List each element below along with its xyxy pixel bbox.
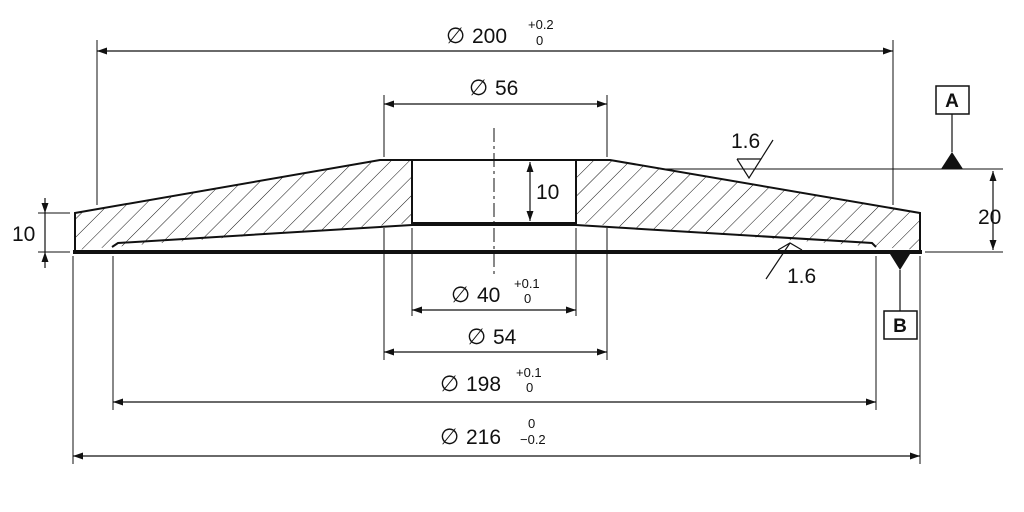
svg-text:1.6: 1.6	[731, 130, 760, 153]
datum-b-triangle	[890, 254, 910, 270]
part-section	[73, 128, 922, 278]
svg-text:20: 20	[978, 206, 1001, 229]
dimension-d216: ∅ 216 0 −0.2	[73, 416, 920, 460]
svg-text:+0.1: +0.1	[516, 365, 542, 380]
surface-finish-top: 1.6	[731, 130, 774, 180]
svg-text:10: 10	[12, 223, 35, 246]
datum-a-triangle	[941, 152, 963, 169]
extension-lines	[38, 40, 1003, 464]
svg-text:56: 56	[495, 77, 518, 100]
svg-text:+0.1: +0.1	[514, 276, 540, 291]
left-section-hatch	[75, 160, 412, 250]
dimension-d56: ∅ 56	[384, 76, 607, 108]
dimension-overall-height: 20	[978, 171, 1001, 250]
dimension-rim-height: 10	[12, 198, 49, 268]
right-section-hatch	[576, 160, 920, 250]
svg-text:216: 216	[466, 426, 501, 449]
svg-text:40: 40	[477, 284, 500, 307]
svg-text:+0.2: +0.2	[528, 17, 554, 32]
svg-text:198: 198	[466, 373, 501, 396]
dimension-bore-height: 10	[526, 162, 559, 221]
svg-text:10: 10	[536, 181, 559, 204]
svg-text:∅: ∅	[469, 76, 488, 101]
svg-text:B: B	[893, 316, 907, 337]
dimension-d200: ∅ 200 +0.2 0	[97, 17, 893, 55]
svg-text:∅: ∅	[440, 372, 459, 397]
svg-text:200: 200	[472, 25, 507, 48]
dimension-d40: ∅ 40 +0.1 0	[412, 276, 576, 314]
surface-finish-bottom: 1.6	[765, 242, 816, 288]
svg-text:0: 0	[526, 380, 533, 395]
datum-a: A	[935, 85, 970, 169]
svg-text:∅: ∅	[440, 425, 459, 450]
svg-text:54: 54	[493, 326, 517, 349]
svg-text:A: A	[945, 91, 959, 112]
svg-text:∅: ∅	[467, 325, 486, 350]
svg-text:∅: ∅	[446, 24, 465, 49]
svg-text:0: 0	[524, 291, 531, 306]
dimension-d198: ∅ 198 +0.1 0	[113, 365, 876, 406]
underside-line	[111, 224, 877, 248]
svg-text:∅: ∅	[451, 283, 470, 308]
svg-text:0: 0	[536, 33, 543, 48]
svg-text:−0.2: −0.2	[520, 432, 546, 447]
datum-a-box	[935, 85, 970, 115]
datum-b: B	[883, 254, 918, 340]
svg-text:0: 0	[528, 416, 535, 431]
dimension-d54: ∅ 54	[384, 325, 607, 356]
svg-text:1.6: 1.6	[787, 265, 816, 288]
datum-b-box	[883, 310, 918, 340]
